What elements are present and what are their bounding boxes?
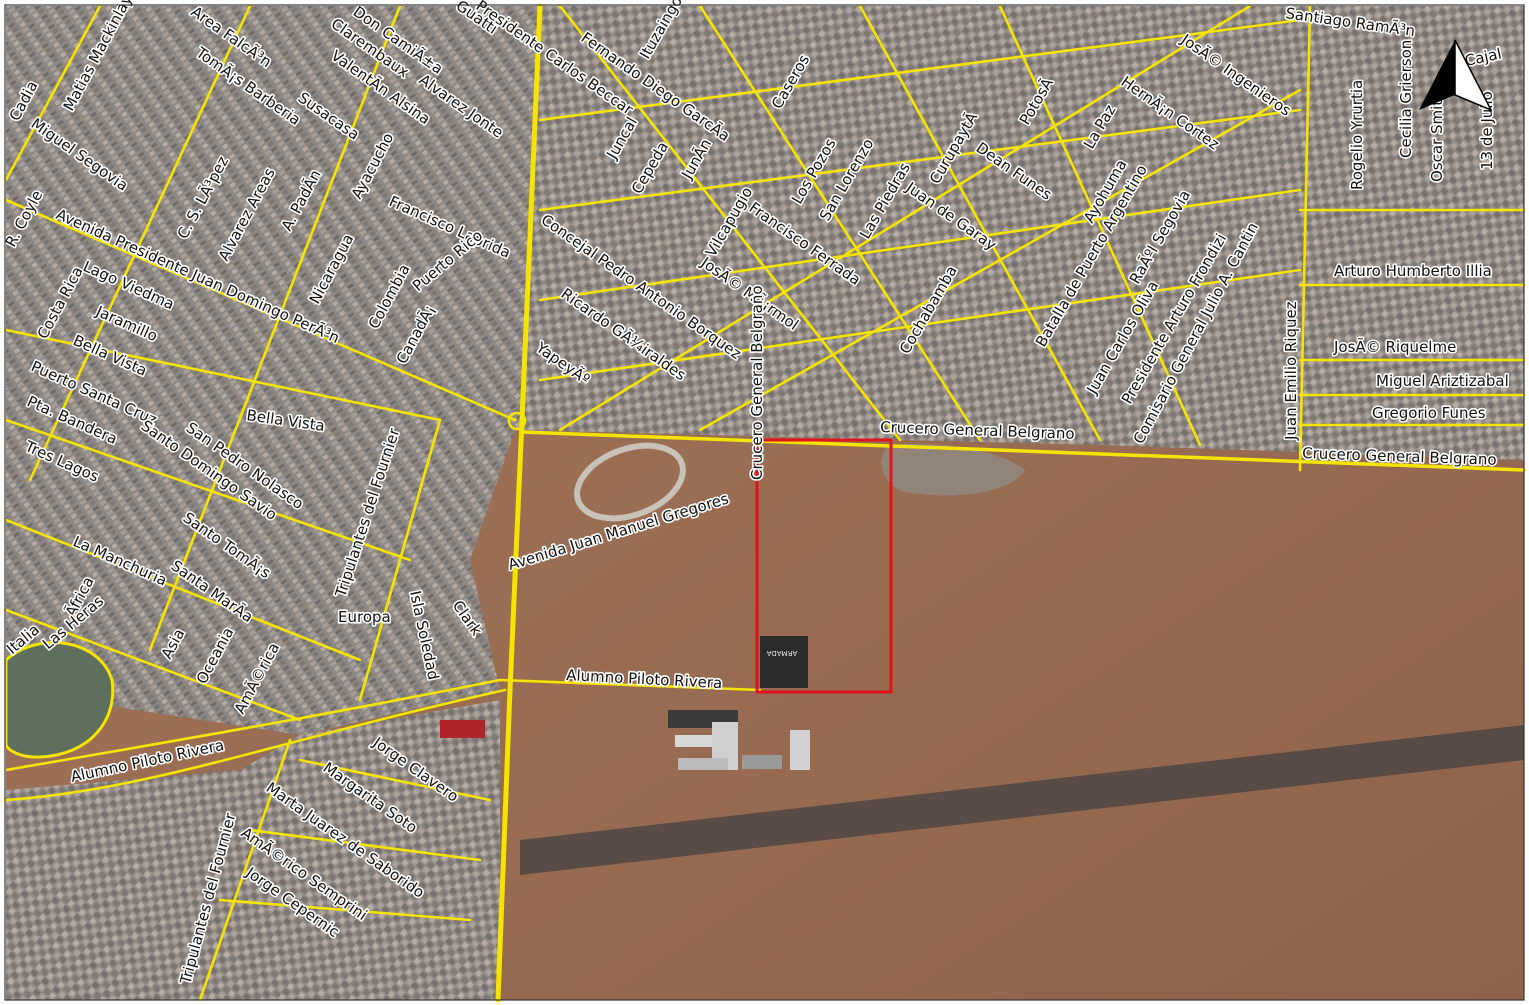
armada-hangar: ARMADA (760, 636, 808, 688)
street-label: Juan Emilio Riquez (1282, 301, 1300, 441)
lagoon-belgrano (881, 443, 1025, 496)
street-label: JosÃ© Riquelme (1333, 337, 1456, 356)
street-label: Rogelio Yrurtia (1348, 80, 1366, 190)
airport-buildings (440, 710, 810, 770)
urban-area-north (520, 6, 1524, 460)
racetrack (574, 442, 686, 522)
street-label: Gregorio Funes (1372, 404, 1486, 422)
urban-area-northwest (6, 6, 540, 735)
basemap-imagery: ARMADA (4, 6, 1524, 1000)
street-label: Miguel Ariztizabal (1376, 372, 1509, 390)
map-frame (4, 4, 1525, 1001)
street-label: Europa (338, 608, 391, 626)
svg-text:ARMADA: ARMADA (767, 649, 798, 657)
street-label: Arturo Humberto Illia (1334, 262, 1492, 280)
road-network (4, 3, 1526, 1003)
study-area-boundary[interactable] (755, 438, 893, 694)
street-label: Oscar Smith (1428, 90, 1446, 182)
street-label: Crucero General Belgrano (748, 285, 766, 480)
airport-runway (520, 725, 1524, 875)
lagoon-southwest (4, 641, 115, 759)
north-arrow-icon (1419, 39, 1493, 112)
street-label: Cecilia Grierson (1397, 40, 1415, 158)
